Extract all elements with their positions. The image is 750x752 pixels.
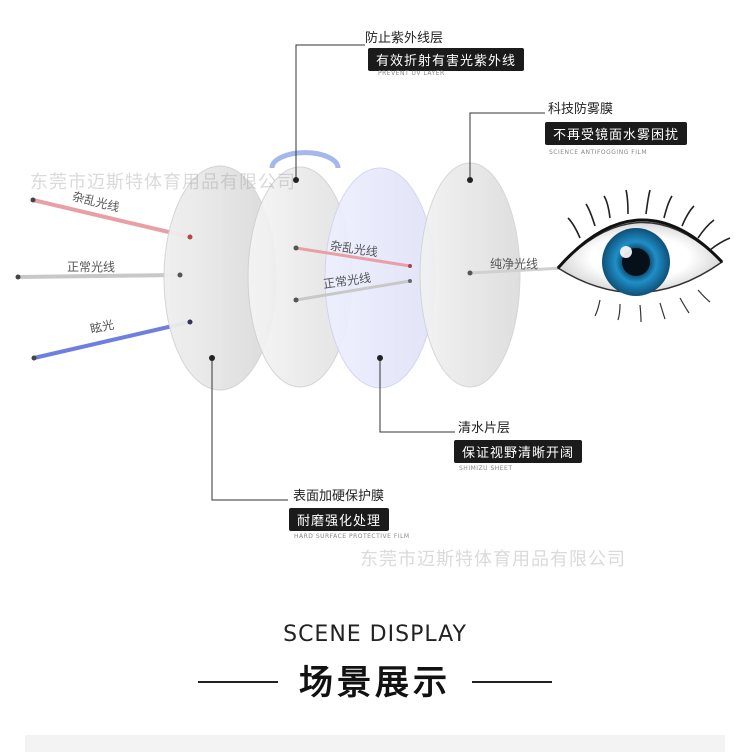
normal-ray-in [17, 273, 181, 279]
hard-coat-desc: 耐磨强化处理 [289, 508, 390, 531]
scene-title-cn: 场景展示 [299, 663, 451, 703]
ray-label-normal: 正常光线 [67, 260, 116, 274]
clear-sheet-en: SHIMIZU SHEET [459, 465, 513, 472]
normal-ray-inner [295, 279, 411, 302]
eye-icon [556, 189, 731, 323]
scene-title-en: SCENE DISPLAY [283, 622, 467, 647]
divider-right [472, 681, 552, 683]
divider-left [198, 681, 278, 683]
clear-sheet-title: 清水片层 [458, 421, 511, 436]
leader-antifog [469, 112, 545, 180]
ray-label-pure: 纯净光线 [490, 257, 539, 271]
uv-layer-en: PREVENT UV LAYER [378, 70, 445, 77]
bottom-band [25, 735, 725, 752]
lens-layer-diagram [15, 44, 731, 501]
stray-ray-inner [295, 246, 411, 268]
hard-coat-en: HARD SURFACE PROTECTIVE FILM [294, 533, 410, 540]
antifog-title: 科技防雾膜 [548, 102, 614, 117]
glare-ray-in [33, 320, 191, 360]
leader-clear [379, 358, 455, 433]
watermark-top: 东莞市迈斯特体育用品有限公司 [30, 172, 296, 193]
stray-ray-in [32, 198, 191, 239]
watermark-bottom: 东莞市迈斯特体育用品有限公司 [360, 549, 626, 570]
antifog-desc: 不再受镜面水雾困扰 [545, 122, 688, 145]
antifog-en: SCIENCE ANTIFOGGING FILM [549, 149, 647, 156]
uv-layer-desc: 有效折射有害光紫外线 [368, 48, 525, 71]
clear-sheet-desc: 保证视野清晰开阔 [454, 440, 583, 463]
uv-layer-title: 防止紫外线层 [365, 31, 444, 46]
hard-coat-title: 表面加硬保护膜 [293, 489, 385, 504]
leader-uv [295, 44, 365, 180]
leader-hard [211, 358, 288, 501]
